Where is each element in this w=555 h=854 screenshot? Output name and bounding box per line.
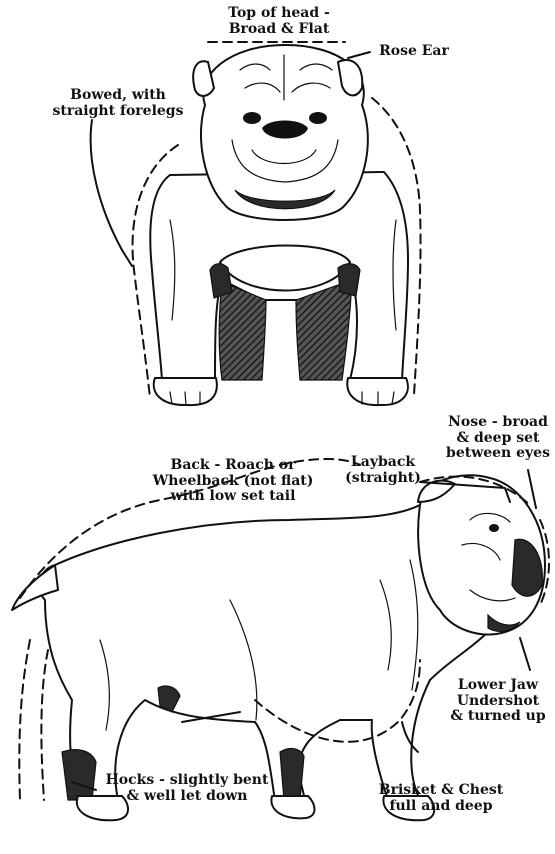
label-brisket: Brisket & Chest full and deep xyxy=(366,783,516,814)
label-lower-jaw: Lower Jaw Undershot & turned up xyxy=(450,678,546,725)
label-bowed-forelegs: Bowed, with straight forelegs xyxy=(48,88,188,119)
label-nose: Nose - broad & deep set between eyes xyxy=(445,415,551,462)
label-rose-ear: Rose Ear xyxy=(374,44,454,60)
label-back: Back - Roach or Wheelback (not flat) wit… xyxy=(148,458,318,505)
label-layback: Layback (straight) xyxy=(338,455,428,486)
side-view-bulldog xyxy=(12,459,549,820)
label-top-of-head: Top of head - Broad & Flat xyxy=(214,6,344,37)
label-hocks: Hocks - slightly bent & well let down xyxy=(96,773,278,804)
